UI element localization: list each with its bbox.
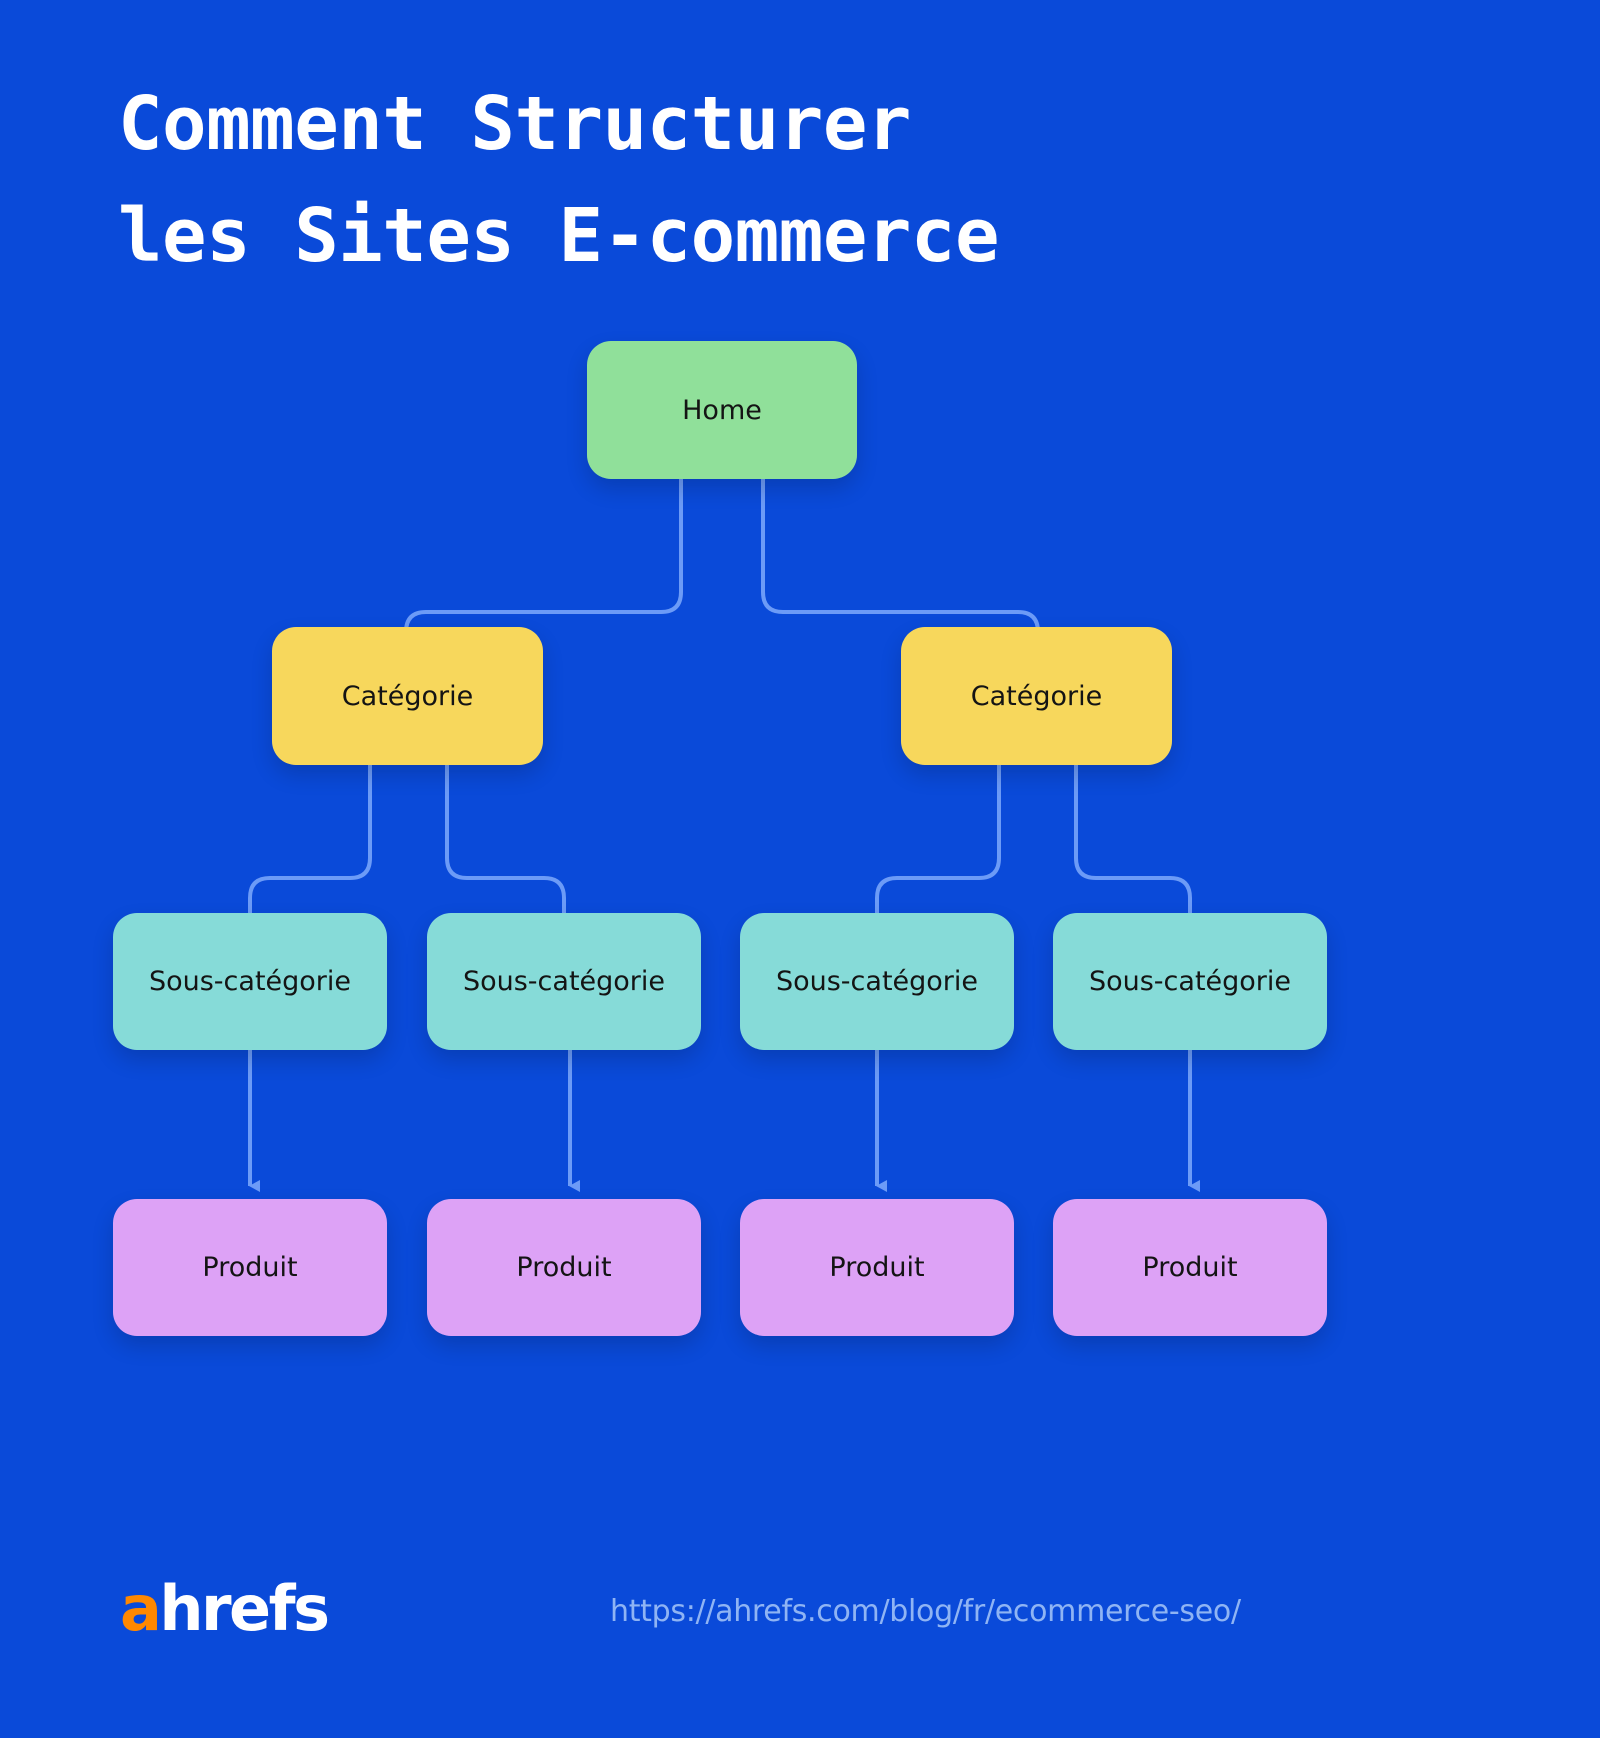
article-url: https://ahrefs.com/blog/fr/ecommerce-seo… xyxy=(610,1594,1241,1629)
node-subcategory-3[interactable]: Sous-catégorie xyxy=(740,913,1014,1050)
node-product-4[interactable]: Produit xyxy=(1053,1199,1327,1336)
page-title: Comment Structurer les Sites E-commerce xyxy=(118,81,1000,280)
node-product-2[interactable]: Produit xyxy=(427,1199,701,1336)
node-home[interactable]: Home xyxy=(587,341,857,479)
node-product-1-label: Produit xyxy=(202,1252,298,1283)
node-category-2[interactable]: Catégorie xyxy=(901,627,1172,765)
node-product-3-label: Produit xyxy=(829,1252,925,1283)
node-product-1[interactable]: Produit xyxy=(113,1199,387,1336)
ahrefs-logo: ahrefs xyxy=(120,1578,330,1640)
node-subcategory-1[interactable]: Sous-catégorie xyxy=(113,913,387,1050)
node-subcategory-4[interactable]: Sous-catégorie xyxy=(1053,913,1327,1050)
node-product-4-label: Produit xyxy=(1142,1252,1238,1283)
node-category-1-label: Catégorie xyxy=(341,680,474,712)
node-subcategory-4-label: Sous-catégorie xyxy=(1088,966,1292,997)
node-subcategory-1-label: Sous-catégorie xyxy=(148,966,352,997)
node-category-1[interactable]: Catégorie xyxy=(272,627,543,765)
node-product-3[interactable]: Produit xyxy=(740,1199,1014,1336)
node-subcategory-2-label: Sous-catégorie xyxy=(462,966,666,997)
node-category-2-label: Catégorie xyxy=(970,680,1103,712)
ahrefs-logo-rest: hrefs xyxy=(159,1572,330,1645)
node-product-2-label: Produit xyxy=(516,1252,612,1283)
node-subcategory-3-label: Sous-catégorie xyxy=(775,966,979,997)
node-subcategory-2[interactable]: Sous-catégorie xyxy=(427,913,701,1050)
ahrefs-logo-a: a xyxy=(120,1572,162,1645)
node-home-label: Home xyxy=(682,394,762,426)
